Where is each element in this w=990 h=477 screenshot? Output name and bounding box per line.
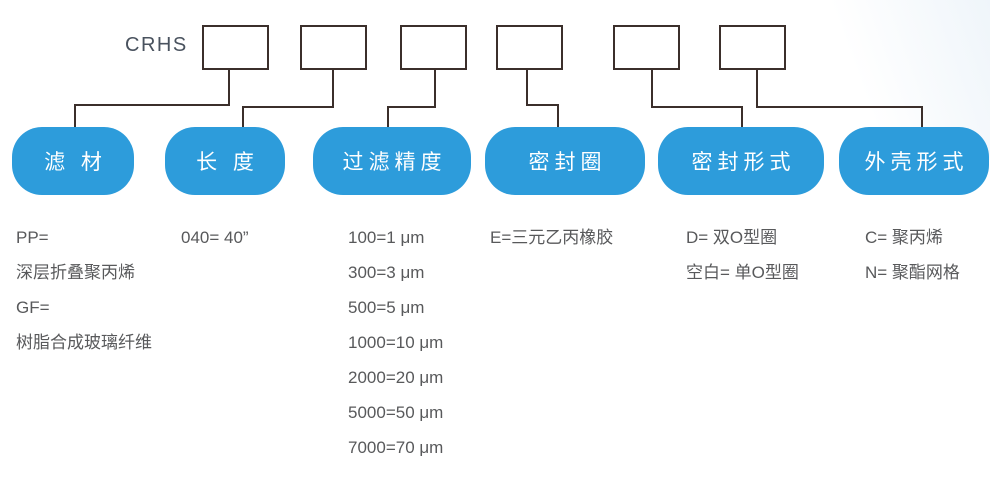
options-seal-type: D= 双O型圈 空白= 单O型圈 xyxy=(686,220,799,290)
option-line: 040= 40” xyxy=(181,228,249,247)
pill-filter-material: 滤 材 xyxy=(12,127,134,195)
option-line: D= 双O型圈 xyxy=(686,228,778,247)
option-line: 5000=50 μm xyxy=(348,403,444,422)
option-line: GF= xyxy=(16,298,50,317)
option-line: C= 聚丙烯 xyxy=(865,228,943,247)
pill-label: 密封圈 xyxy=(528,151,607,174)
connector-1 xyxy=(74,68,230,128)
option-line: 7000=70 μm xyxy=(348,438,444,457)
option-line: 树脂合成玻璃纤维 xyxy=(16,333,152,352)
connector-2 xyxy=(242,68,334,128)
code-box-1 xyxy=(202,25,269,70)
pill-seal-ring: 密封圈 xyxy=(485,127,645,195)
pill-shell-type: 外壳形式 xyxy=(839,127,989,195)
pill-label: 外壳形式 xyxy=(864,151,969,174)
code-box-6 xyxy=(719,25,786,70)
code-box-3 xyxy=(400,25,467,70)
option-line: 空白= 单O型圈 xyxy=(686,263,799,282)
option-line: E=三元乙丙橡胶 xyxy=(490,228,614,247)
option-line: PP= xyxy=(16,228,49,247)
code-box-5 xyxy=(613,25,680,70)
pill-seal-type: 密封形式 xyxy=(658,127,824,195)
option-line: 深层折叠聚丙烯 xyxy=(16,263,135,282)
options-filtration-rating: 100=1 μm 300=3 μm 500=5 μm 1000=10 μm 20… xyxy=(348,220,443,465)
connector-3 xyxy=(387,68,436,128)
connector-6 xyxy=(756,68,923,128)
pill-length: 长 度 xyxy=(165,127,285,195)
pill-label: 密封形式 xyxy=(691,151,796,174)
pill-filtration-rating: 过滤精度 xyxy=(313,127,471,195)
product-code-prefix: CRHS xyxy=(125,34,188,56)
connector-5 xyxy=(651,68,743,128)
options-seal-ring: E=三元乙丙橡胶 xyxy=(490,220,613,255)
connector-4 xyxy=(526,68,559,128)
pill-label: 滤 材 xyxy=(44,151,107,174)
options-filter-material: PP= 深层折叠聚丙烯 GF= 树脂合成玻璃纤维 xyxy=(16,220,152,360)
option-line: 2000=20 μm xyxy=(348,368,444,387)
pill-label: 过滤精度 xyxy=(342,151,447,174)
option-line: 100=1 μm xyxy=(348,228,425,247)
option-line: N= 聚酯网格 xyxy=(865,263,960,282)
options-length: 040= 40” xyxy=(181,220,249,255)
option-line: 500=5 μm xyxy=(348,298,425,317)
pill-label: 长 度 xyxy=(196,151,259,174)
options-shell-type: C= 聚丙烯 N= 聚酯网格 xyxy=(865,220,960,290)
option-line: 300=3 μm xyxy=(348,263,425,282)
option-line: 1000=10 μm xyxy=(348,333,444,352)
code-box-4 xyxy=(496,25,563,70)
